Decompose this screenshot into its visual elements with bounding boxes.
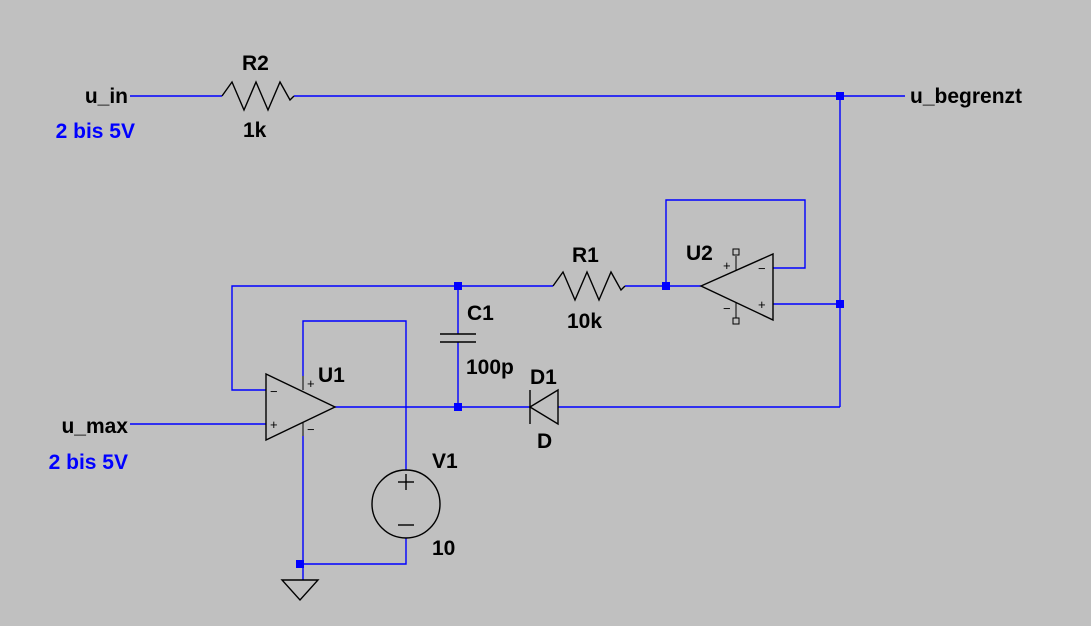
port-label-u-begrenzt: u_begrenzt <box>910 85 1022 108</box>
wire-feedback-loop-u1[interactable] <box>231 285 458 391</box>
u1-sign-supply-plus: + <box>307 376 315 391</box>
v1-value-label: 10 <box>432 537 455 560</box>
port-label-u-max: u_max <box>61 415 128 438</box>
r1-value-label: 10k <box>567 310 602 333</box>
v1-ref-label: V1 <box>432 450 458 473</box>
c1-ref-label: C1 <box>467 302 494 325</box>
r1-zigzag <box>552 270 626 302</box>
u2-supply-top-terminal <box>732 248 740 256</box>
resistor-r1[interactable] <box>552 270 626 302</box>
junction-ground <box>296 560 304 568</box>
junction-c1-bottom <box>454 403 462 411</box>
u1-sign-supply-minus: − <box>307 422 315 437</box>
u1-sign-plus-input: + <box>270 417 278 432</box>
wire-v1-to-ground[interactable] <box>300 538 407 565</box>
resistor-r2[interactable] <box>221 80 295 112</box>
d1-value-label: D <box>537 430 552 453</box>
d1-ref-label: D1 <box>530 366 557 389</box>
junctions <box>296 92 844 568</box>
u2-sign-plus-input: + <box>758 297 766 312</box>
r2-value-label: 1k <box>243 119 267 142</box>
u2-ref-label: U2 <box>686 242 713 265</box>
u1-ref-label: U1 <box>318 364 345 387</box>
opamp-u1[interactable]: − + + − <box>265 372 337 442</box>
u2-triangle <box>699 252 774 322</box>
ground-triangle <box>280 579 320 602</box>
junction-u2-minus <box>662 282 670 290</box>
junction-output-top <box>836 92 844 100</box>
capacitor-c1[interactable] <box>440 333 476 343</box>
wire-u1-supply-to-v1[interactable] <box>302 320 407 470</box>
u2-sign-minus-input: − <box>758 261 766 276</box>
u1-triangle <box>265 372 337 442</box>
c1-value-label: 100p <box>466 356 514 379</box>
u2-sign-supply-plus: + <box>723 258 731 273</box>
u2-supply-bottom-terminal <box>732 317 740 325</box>
ground-icon <box>280 579 320 602</box>
u2-sign-supply-minus: − <box>723 301 731 316</box>
port-label-u-in: u_in <box>85 85 128 108</box>
r1-ref-label: R1 <box>572 244 599 267</box>
u1-sign-minus-input: − <box>270 384 278 399</box>
junction-c1-top <box>454 282 462 290</box>
junction-output-u2 <box>836 300 844 308</box>
d1-triangle <box>528 388 559 426</box>
r2-zigzag <box>221 80 295 112</box>
wires <box>130 95 905 580</box>
voltage-source-v1[interactable] <box>371 469 441 539</box>
opamp-u2[interactable]: − + + − <box>699 248 774 325</box>
r2-ref-label: R2 <box>242 52 269 75</box>
wire-u2-feedback[interactable] <box>665 199 806 286</box>
directive-u-max-range: 2 bis 5V <box>49 451 128 474</box>
v1-circle <box>371 469 441 539</box>
diode-d1[interactable] <box>528 388 559 426</box>
directive-u-in-range: 2 bis 5V <box>56 120 135 143</box>
